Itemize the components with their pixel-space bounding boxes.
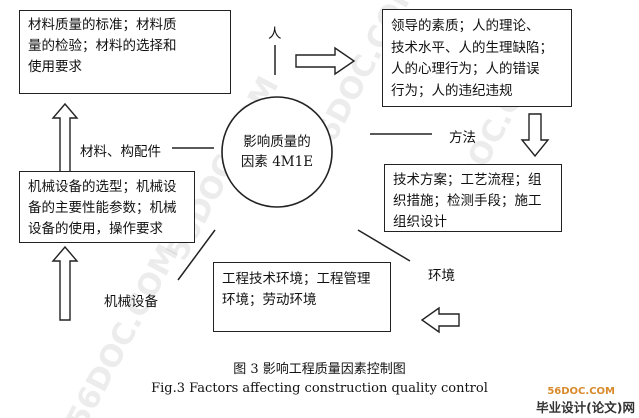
label-person: 人 bbox=[268, 26, 282, 42]
box-materials: 材料质量的标准；材料质 量的检验；材料的选择和 使用要求 bbox=[19, 10, 231, 94]
box-line: 行为；人的违纪违规 bbox=[391, 82, 513, 99]
center-label-line2: 因素 4M1E bbox=[240, 154, 314, 170]
arrow-up-block-upper bbox=[51, 102, 79, 173]
box-environment: 工程技术环境；工程管理 环境；劳动环境 bbox=[213, 262, 391, 332]
site-logo-domain: 56DOC.COM bbox=[547, 386, 615, 397]
arrow-right-block bbox=[295, 46, 356, 76]
site-logo: 56DOC.COM 毕业设计(论文)网 bbox=[536, 386, 635, 416]
box-line: 技术水平、人的生理缺陷； bbox=[391, 39, 553, 56]
center-label: 影响质量的 因素 4M1E bbox=[222, 132, 332, 172]
box-line: 工程技术环境；工程管理 bbox=[222, 271, 371, 287]
box-line: 机械设备的选型；机械设 bbox=[28, 179, 177, 195]
box-line: 领导的素质；人的理论、 bbox=[391, 18, 540, 34]
box-line: 织措施；检测手段；施工 bbox=[393, 193, 542, 209]
box-line: 环境；劳动环境 bbox=[222, 292, 317, 308]
label-environment: 环境 bbox=[428, 268, 455, 284]
box-line: 组织设计 bbox=[393, 214, 447, 230]
box-person: 领导的素质；人的理论、 技术水平、人的生理缺陷； 人的心理行为；人的错误 行为；… bbox=[382, 9, 572, 107]
caption-cn: 图 3 影响工程质量因素控制图 bbox=[233, 362, 406, 377]
arrow-left-block bbox=[420, 306, 460, 334]
label-method: 方法 bbox=[449, 130, 476, 146]
caption-en: Fig.3 Factors affecting construction qua… bbox=[151, 381, 488, 396]
box-line: 量的检验；材料的选择和 bbox=[28, 38, 177, 54]
site-logo-brand: 毕业设计(论文)网 bbox=[536, 400, 635, 415]
box-machinery: 机械设备的选型；机械设 备的主要性能参数；机械 设备的使用，操作要求 bbox=[19, 171, 195, 243]
box-line: 材料质量的标准；材料质 bbox=[28, 17, 177, 33]
connector-environment bbox=[357, 229, 411, 262]
arrow-down-block bbox=[520, 113, 550, 158]
box-line: 技术方案；工艺流程；组 bbox=[393, 172, 542, 188]
center-circle bbox=[221, 96, 333, 208]
center-label-line1: 影响质量的 bbox=[243, 134, 311, 150]
box-line: 设备的使用，操作要求 bbox=[28, 221, 163, 237]
box-method: 技术方案；工艺流程；组 织措施；检测手段；施工 组织设计 bbox=[384, 164, 562, 232]
box-line: 备的主要性能参数；机械 bbox=[28, 200, 177, 216]
connector-machinery bbox=[177, 229, 216, 281]
label-machinery: 机械设备 bbox=[104, 294, 158, 310]
box-line: 使用要求 bbox=[28, 59, 82, 75]
arrow-up-block-lower bbox=[51, 245, 79, 321]
label-materials: 材料、构配件 bbox=[80, 144, 161, 160]
box-line: 人的心理行为；人的错误 bbox=[391, 61, 540, 77]
